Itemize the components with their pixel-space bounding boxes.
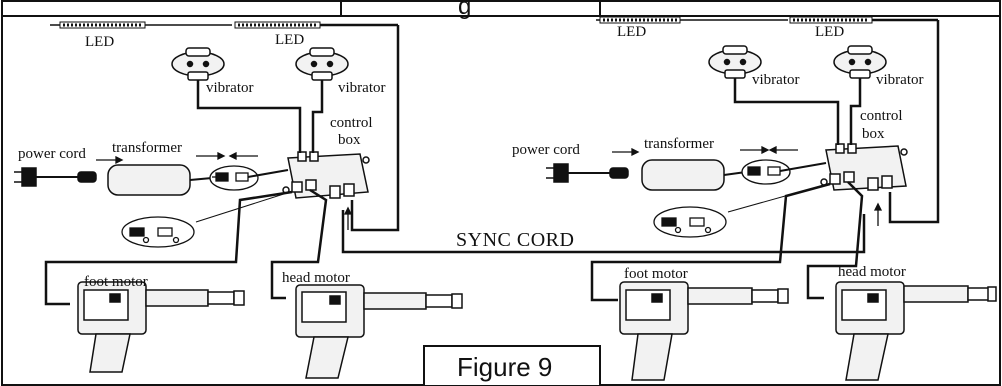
- transformer-label: transformer: [644, 136, 714, 152]
- head-motor-label: head motor: [282, 270, 350, 286]
- header-fragment: g: [458, 0, 471, 20]
- control-box-right: [820, 143, 908, 191]
- left-system: LED LED vibrator vibrator: [14, 21, 463, 379]
- vibrator-label: vibrator: [876, 72, 923, 88]
- control-box-label: control: [860, 108, 903, 124]
- transformer-right: [641, 159, 747, 191]
- wires-right: [590, 20, 940, 302]
- led-strip-right-1: [596, 16, 690, 24]
- led-label: LED: [85, 34, 114, 50]
- foot-motor-label: foot motor: [84, 274, 148, 290]
- power-plug-left: [14, 167, 97, 187]
- arrow: [196, 151, 258, 161]
- figure-label-box: [423, 345, 601, 386]
- vibrator-right-1: [708, 45, 762, 79]
- control-box-label: control: [330, 115, 373, 131]
- vibrator-left-2: [295, 47, 349, 81]
- led-label: LED: [617, 24, 646, 40]
- led-label: LED: [275, 32, 304, 48]
- connector-detail-right-2: [653, 206, 727, 238]
- transformer-label: transformer: [112, 140, 182, 156]
- vibrator-left-1: [171, 47, 225, 81]
- wires-left: [44, 25, 400, 306]
- right-system: LED LED vibrator vibrator: [512, 16, 997, 381]
- arrow: [740, 145, 798, 155]
- vibrator-label: vibrator: [338, 80, 385, 96]
- arrow: [343, 202, 883, 230]
- led-strip-left-2: [234, 21, 398, 29]
- control-box-label: box: [862, 126, 885, 142]
- control-box-label: box: [338, 132, 361, 148]
- vibrator-label: vibrator: [206, 80, 253, 96]
- control-box-left: [282, 151, 370, 199]
- foot-motor-label: foot motor: [624, 266, 688, 282]
- led-strip-right-2: [789, 16, 938, 24]
- arrow: [96, 155, 124, 165]
- led-label: LED: [815, 24, 844, 40]
- sync-cord-label: SYNC CORD: [456, 229, 574, 251]
- pointer-line: [195, 191, 291, 223]
- led-strip-left-1: [50, 21, 155, 29]
- head-motor-label: head motor: [838, 264, 906, 280]
- sync-cord: [341, 210, 866, 254]
- power-cord-label: power cord: [18, 146, 86, 162]
- connector-detail-left-2: [121, 216, 195, 248]
- vibrator-label: vibrator: [752, 72, 799, 88]
- foot-motor-left: [77, 281, 245, 373]
- power-plug-right: [546, 163, 629, 183]
- head-motor-right: [835, 281, 997, 381]
- connector-detail-left: [209, 165, 289, 191]
- head-motor-left: [295, 284, 463, 379]
- foot-motor-right: [619, 281, 789, 381]
- arrow: [612, 147, 640, 157]
- connector-detail-right: [741, 159, 827, 185]
- power-cord-label: power cord: [512, 142, 580, 158]
- figure-label: Figure 9: [457, 352, 552, 382]
- vibrator-right-2: [833, 45, 887, 79]
- transformer-left: [107, 164, 213, 196]
